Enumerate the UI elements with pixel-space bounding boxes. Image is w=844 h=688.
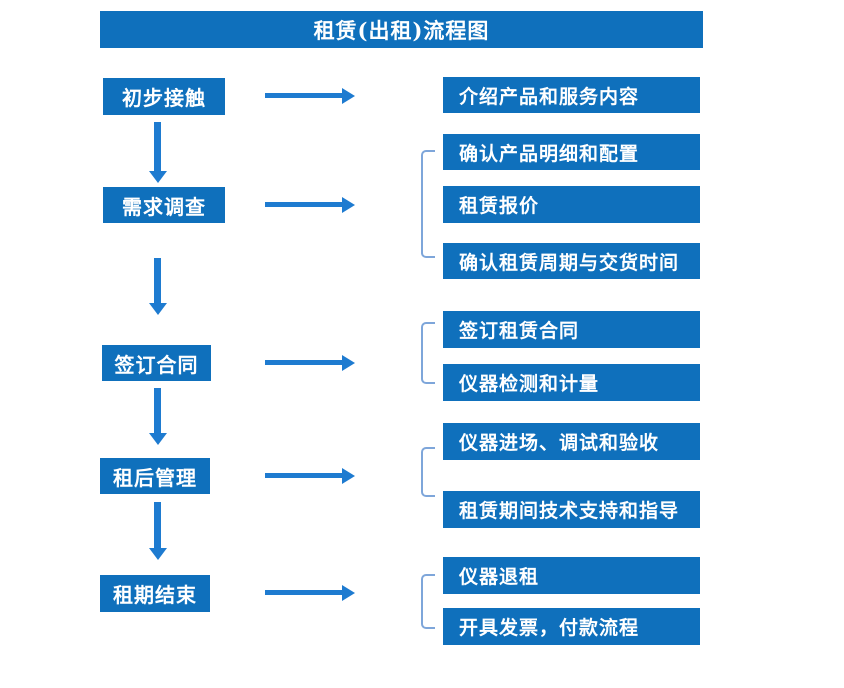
- stage-box-demand-survey: 需求调查: [103, 187, 225, 223]
- task-box-sign-rental-contract: 签订租赁合同: [443, 311, 700, 348]
- right-arrow: [265, 197, 355, 213]
- group-bracket: [421, 150, 435, 258]
- task-box-technical-support: 租赁期间技术支持和指导: [443, 491, 700, 528]
- right-arrow: [265, 88, 355, 104]
- right-arrow: [265, 585, 355, 601]
- task-box-confirm-rental-period: 确认租赁周期与交货时间: [443, 243, 700, 279]
- right-arrow: [265, 355, 355, 371]
- down-arrow: [149, 502, 167, 560]
- task-box-confirm-product-details: 确认产品明细和配置: [443, 134, 700, 170]
- group-bracket: [421, 574, 435, 629]
- group-bracket: [421, 447, 435, 497]
- down-arrow: [149, 258, 167, 315]
- group-bracket: [421, 322, 435, 384]
- task-box-instrument-setup: 仪器进场、调试和验收: [443, 423, 700, 460]
- page-title: 租赁(出租)流程图: [100, 11, 703, 48]
- stage-box-sign-contract: 签订合同: [102, 345, 211, 381]
- task-box-instrument-inspection: 仪器检测和计量: [443, 364, 700, 401]
- task-box-invoice-payment: 开具发票，付款流程: [443, 608, 700, 645]
- stage-box-initial-contact: 初步接触: [103, 78, 225, 115]
- task-box-instrument-return: 仪器退租: [443, 557, 700, 594]
- down-arrow: [149, 388, 167, 445]
- task-box-introduce-products: 介绍产品和服务内容: [443, 77, 700, 113]
- stage-box-rental-end: 租期结束: [100, 575, 210, 612]
- right-arrow: [265, 468, 355, 484]
- stage-box-post-rental-management: 租后管理: [100, 458, 210, 494]
- task-box-rental-quote: 租赁报价: [443, 186, 700, 223]
- down-arrow: [149, 122, 167, 183]
